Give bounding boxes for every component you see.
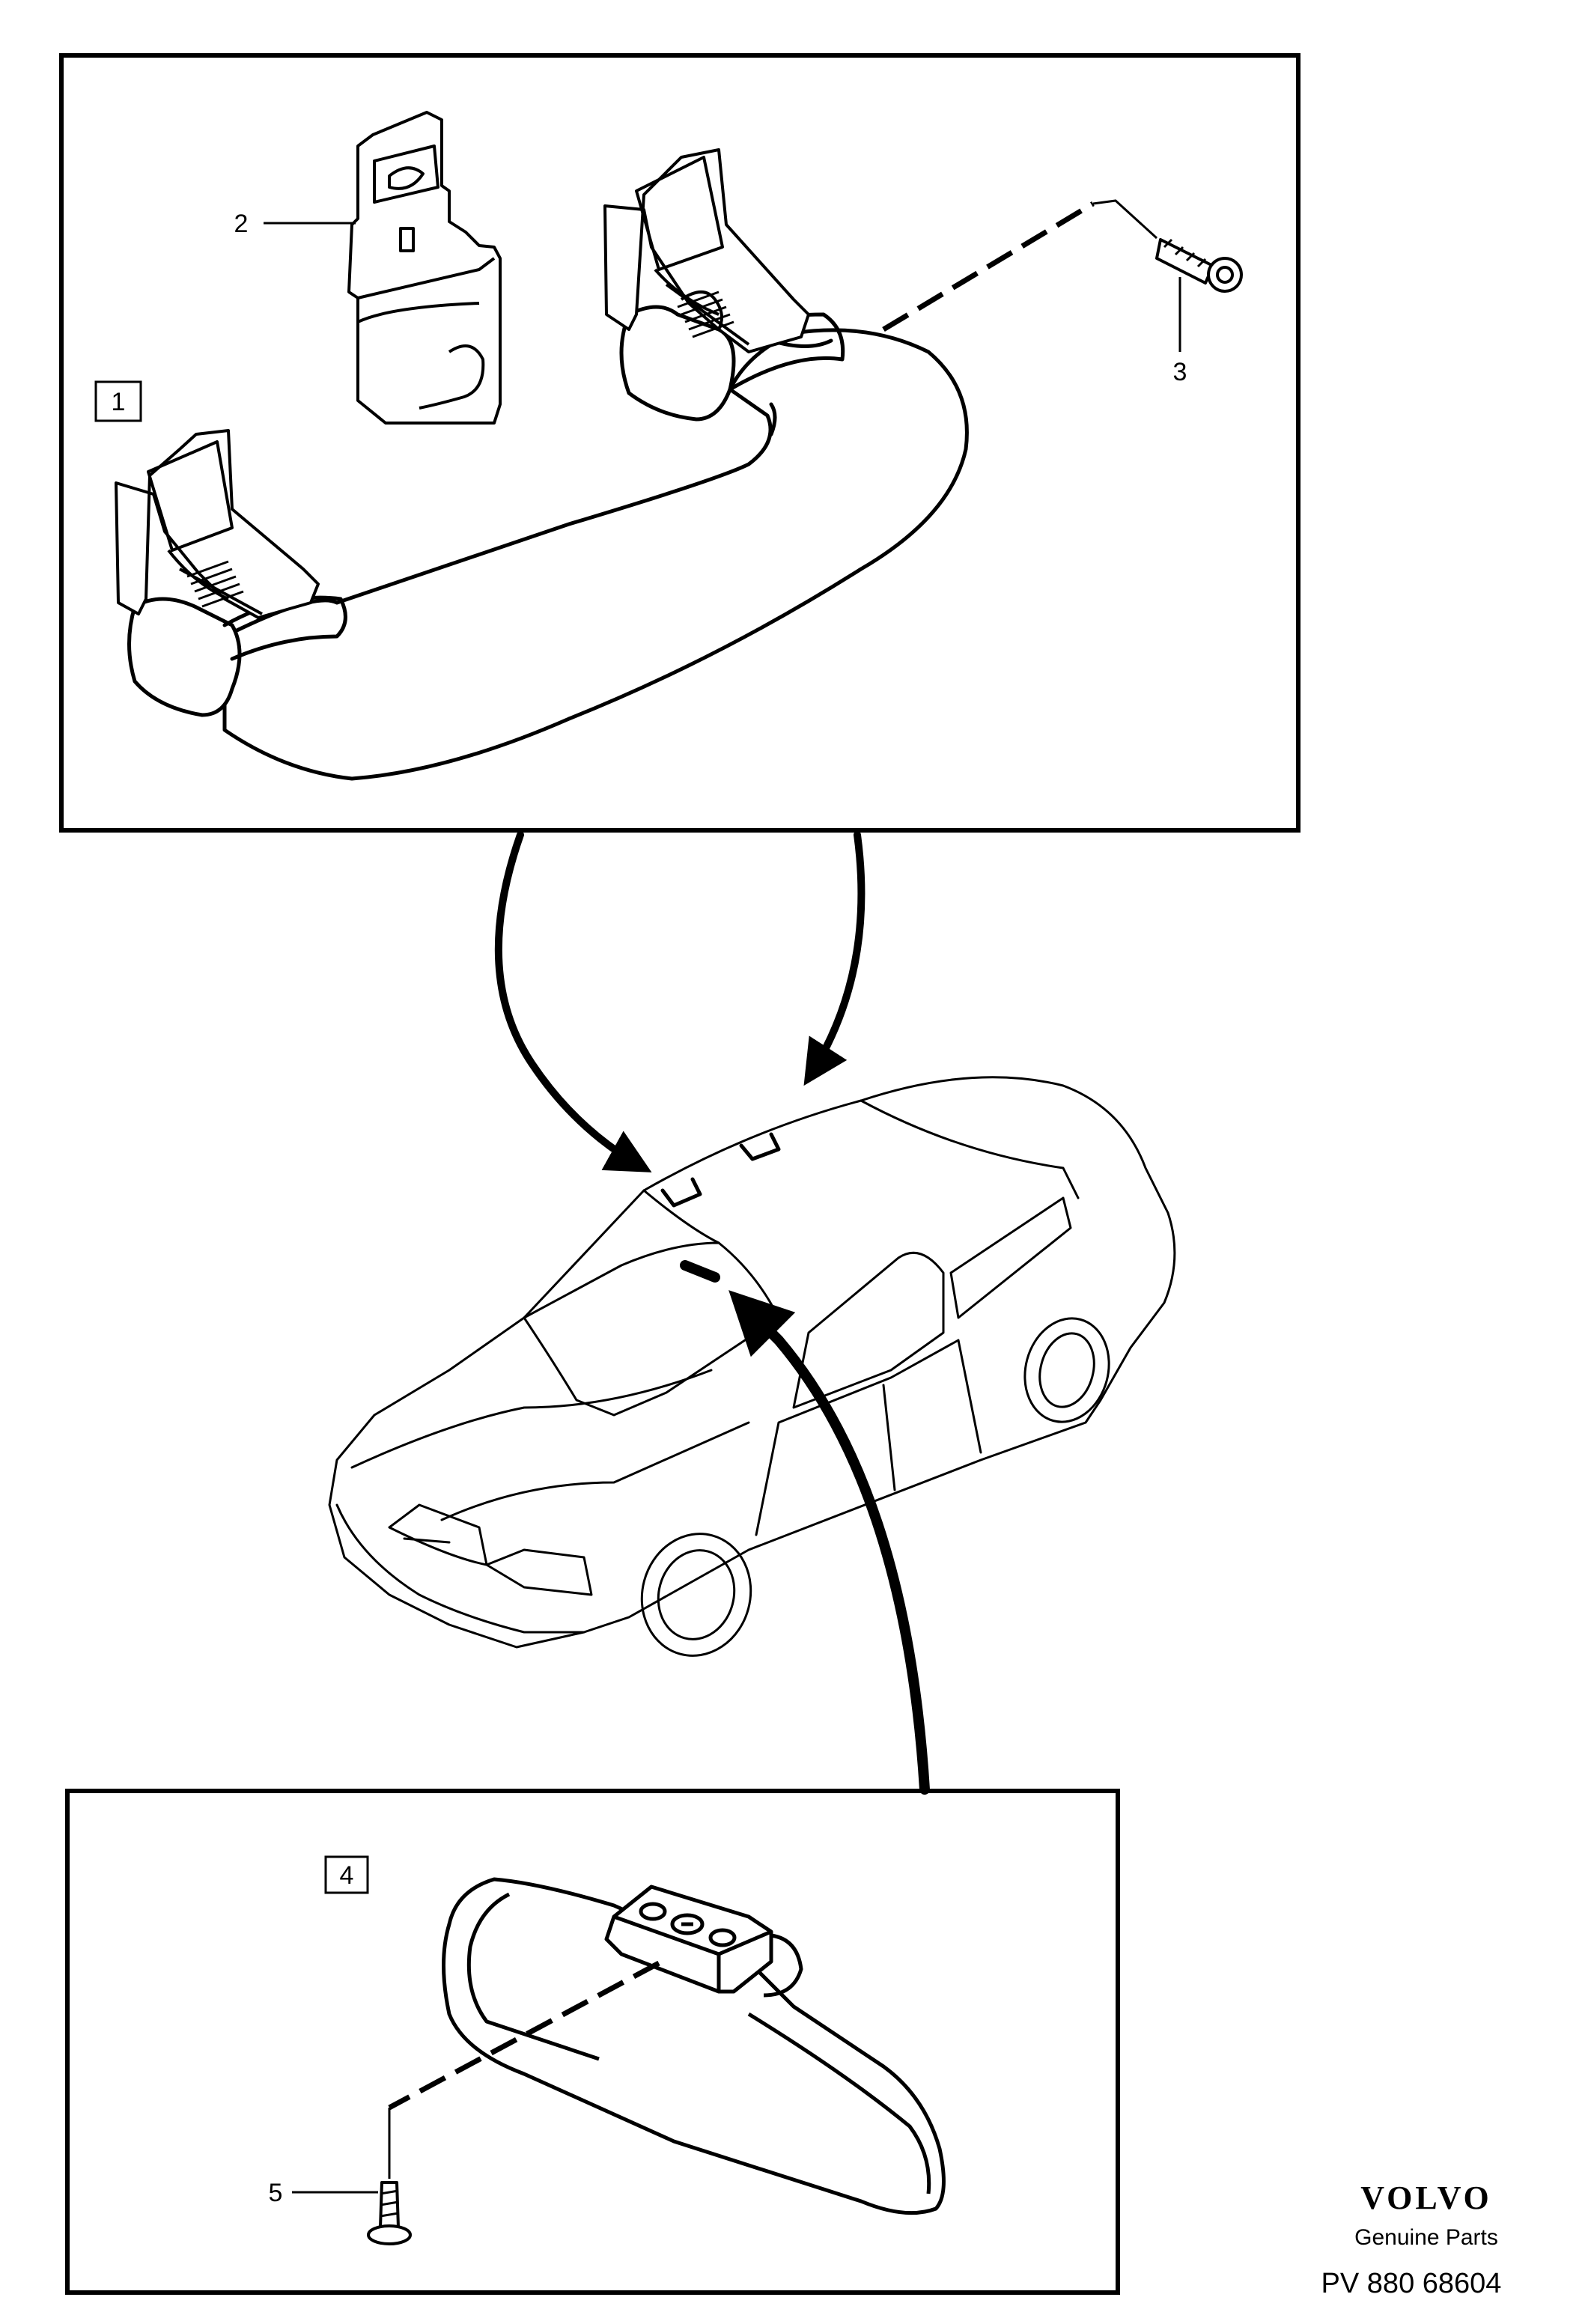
callout-4: 4: [324, 1855, 369, 1894]
diagram-code: PV 880 68604: [1321, 2268, 1502, 2299]
right-spring: [677, 290, 734, 338]
roof-marker-right: [739, 1132, 781, 1161]
callout-3: 3: [1173, 277, 1187, 386]
mounting-dash-line-3: [882, 201, 1095, 332]
right-bracket: [603, 148, 810, 353]
brand-subtitle: Genuine Parts: [1354, 2225, 1498, 2250]
car-illustration: [328, 1076, 1176, 1657]
left-spring: [186, 560, 244, 608]
connector-arrows: [494, 831, 930, 1795]
callout-2: 2: [234, 210, 356, 238]
callout-5-label: 5: [269, 2179, 283, 2207]
bottom-frame: [65, 1789, 1120, 2295]
callout-5: 5: [269, 2179, 378, 2207]
callout-3-label: 3: [1173, 358, 1187, 386]
volvo-wordmark: VOLVO: [1360, 2179, 1492, 2216]
callout-1: 1: [94, 380, 142, 422]
arrow-right-handle: [803, 831, 866, 1086]
mirror-marker: [680, 1260, 720, 1283]
clip-part-2: [347, 111, 502, 425]
callout-2-label: 2: [234, 210, 249, 238]
screw-part-3: [1155, 238, 1243, 293]
left-bracket: [115, 429, 320, 619]
footer-branding: VOLVO Genuine Parts PV 880 68604: [1321, 2179, 1502, 2299]
callout-4-label: 4: [340, 1861, 354, 1890]
rearview-mirror-part-4: [442, 1877, 946, 2215]
arrow-mirror: [728, 1290, 930, 1795]
arrow-left-handle: [494, 831, 652, 1172]
callout-1-label: 1: [112, 388, 126, 416]
mounting-dash-line-5: [388, 1960, 660, 2111]
roof-marker-left: [660, 1177, 702, 1208]
grab-handle-panel: 1 2: [59, 53, 1301, 833]
screw-part-5: [367, 2181, 412, 2245]
top-frame: [59, 53, 1301, 833]
grab-handle-part-1: [127, 305, 969, 781]
mirror-panel: 4 5: [65, 1789, 1120, 2295]
